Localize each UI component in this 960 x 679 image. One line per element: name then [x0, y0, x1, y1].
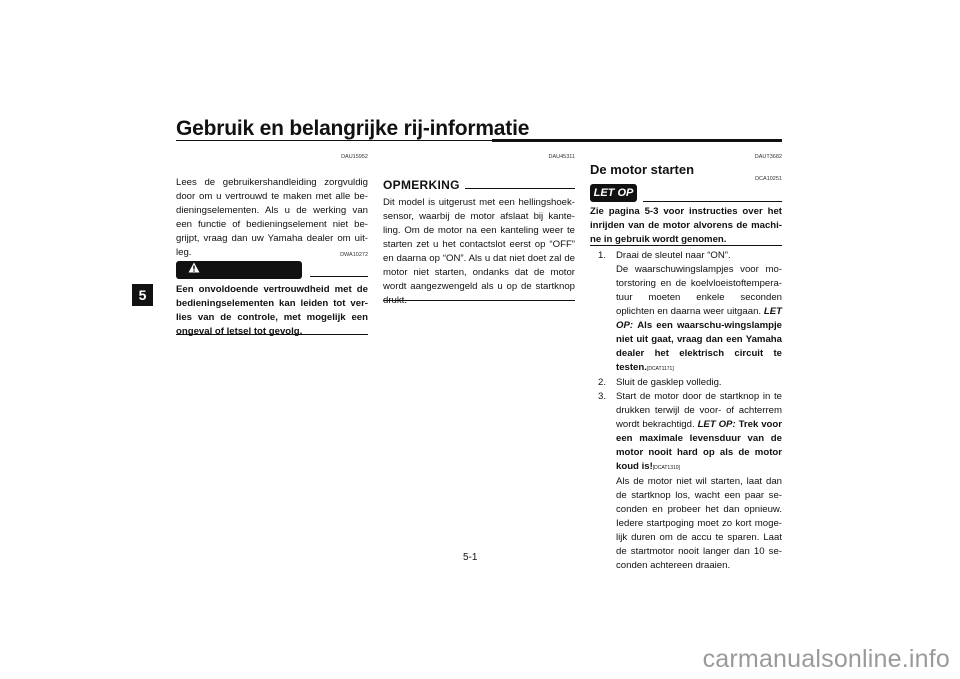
- warning-label: WAARSCHUWING: [182, 282, 277, 294]
- page-number: 5-1: [463, 552, 478, 563]
- intro-paragraph: Lees de gebruikershandleiding zorgvuldig…: [176, 177, 368, 258]
- warning-text: Een onvoldoende vertrouwdheid met de bed…: [176, 284, 368, 337]
- ref-code: DCA10251: [755, 176, 782, 182]
- ref-code: DAUT3682: [754, 154, 782, 160]
- chapter-tab: 5: [132, 284, 153, 306]
- ref-code: DWA10272: [340, 252, 368, 258]
- section-heading: De motor starten: [590, 162, 695, 177]
- caution-rule: [643, 201, 782, 202]
- note-heading-rule: [465, 188, 575, 189]
- page-title: Gebruik en belangrijke rij-informatie: [176, 117, 530, 140]
- start-steps-list: 1. Draai de sleutel naar “ON”. De waarsc…: [598, 249, 782, 573]
- warning-end-rule: [176, 334, 368, 335]
- warning-label-box: WAARSCHUWING: [176, 261, 302, 294]
- note-end-rule: [383, 300, 575, 301]
- list-item: 3. Start de motor door de startknop in t…: [598, 391, 783, 571]
- warning-rule: [310, 276, 368, 277]
- caution-label: LET OP: [590, 184, 637, 202]
- caution-end-rule: [590, 245, 782, 246]
- watermark[interactable]: carmanualsonline.info: [702, 645, 950, 673]
- ref-code: DAU45311: [548, 154, 576, 160]
- title-rule-accent: [492, 139, 782, 142]
- note-heading: OPMERKING: [383, 178, 460, 192]
- list-item: 1. Draai de sleutel naar “ON”. De waarsc…: [598, 250, 782, 373]
- warning-icon: [188, 261, 200, 279]
- list-item: 2. Sluit de gasklep volledig.: [598, 377, 722, 388]
- caution-text: Zie pagina 5-3 voor instructies over het…: [590, 206, 782, 245]
- title-rule: [176, 140, 782, 141]
- note-text: Dit model is uitgerust met een hellingsh…: [383, 197, 575, 306]
- ref-code: DAU15952: [341, 154, 368, 160]
